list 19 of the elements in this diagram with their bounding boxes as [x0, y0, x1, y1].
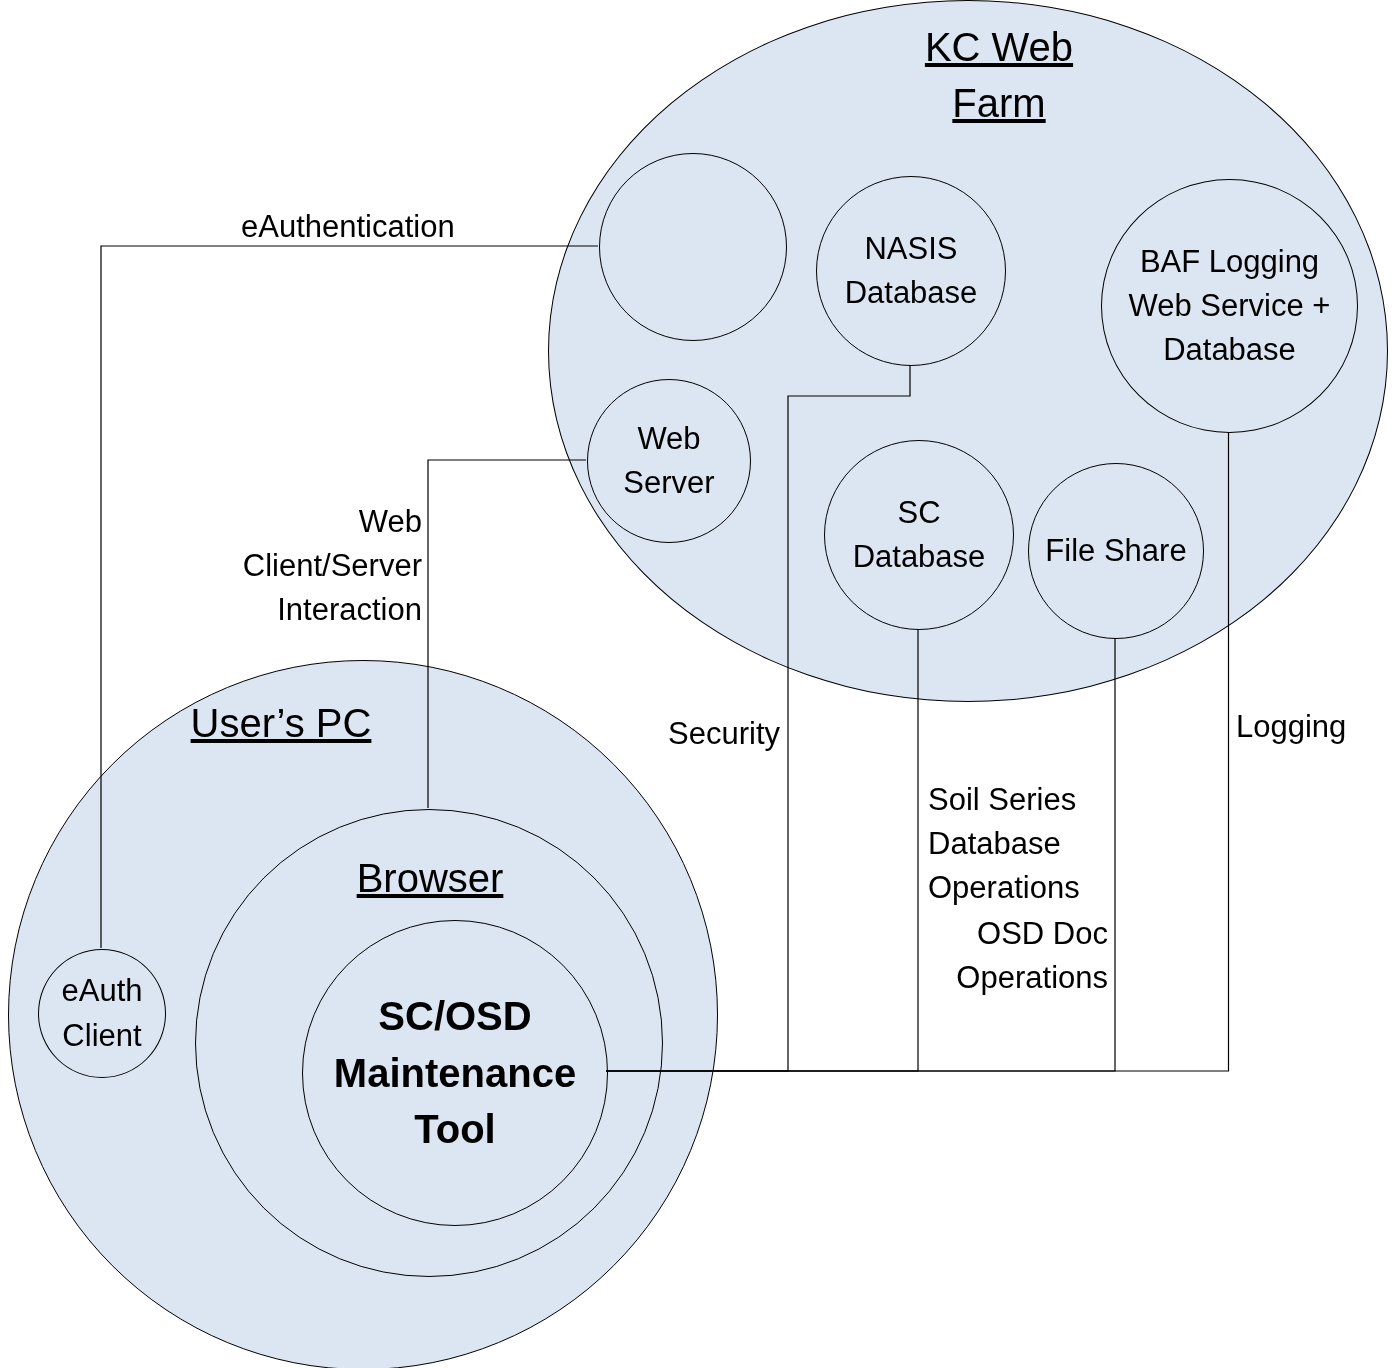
node-label: eAuth Client	[60, 972, 144, 1055]
node-label: SC/OSD Maintenance Tool	[332, 992, 578, 1154]
node-label: SC Database	[851, 494, 987, 576]
edge-label: Soil Series Database Operations	[928, 781, 1081, 908]
edge-label: eAuthentication	[241, 208, 456, 246]
node-label: NASIS Database	[843, 230, 979, 312]
edge-label: Security	[667, 715, 780, 753]
edge-label: Logging	[1236, 708, 1348, 746]
node-label: Web Server	[622, 420, 716, 502]
node-label: File Share	[1044, 532, 1188, 570]
edge-label: Web Client/Server Interaction	[241, 503, 422, 630]
group-title: Browser	[355, 855, 505, 902]
connector-line	[427, 459, 587, 809]
connector-line	[100, 245, 599, 949]
connector-line	[605, 431, 1230, 1072]
group-title: KC Web Farm	[923, 24, 1075, 127]
node-label: BAF Logging Web Service + Database	[1127, 242, 1332, 369]
group-title: User’s PC	[189, 700, 373, 747]
edge-label: OSD Doc Operations	[955, 915, 1108, 997]
